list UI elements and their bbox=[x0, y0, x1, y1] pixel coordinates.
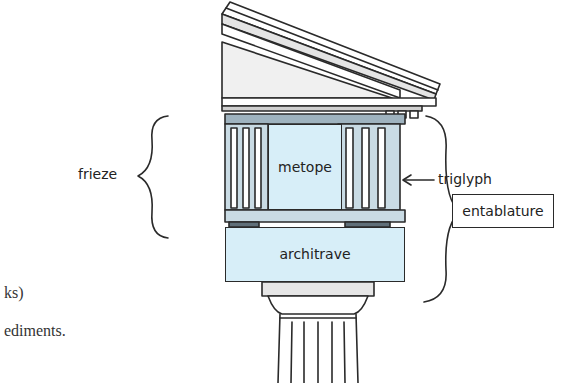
node-text: architrave bbox=[279, 246, 350, 262]
part-label: triglyph bbox=[438, 171, 492, 187]
architrave-band: architrave bbox=[225, 227, 405, 282]
page-text-fragment: ediments. bbox=[4, 322, 66, 340]
node-text: metope bbox=[278, 159, 332, 175]
page-text-fragment: ks) bbox=[4, 284, 24, 302]
entablature-label-box: entablature bbox=[452, 194, 554, 228]
metope-panel: metope bbox=[268, 124, 342, 210]
part-label: frieze bbox=[78, 166, 117, 182]
node-text: entablature bbox=[462, 203, 543, 219]
